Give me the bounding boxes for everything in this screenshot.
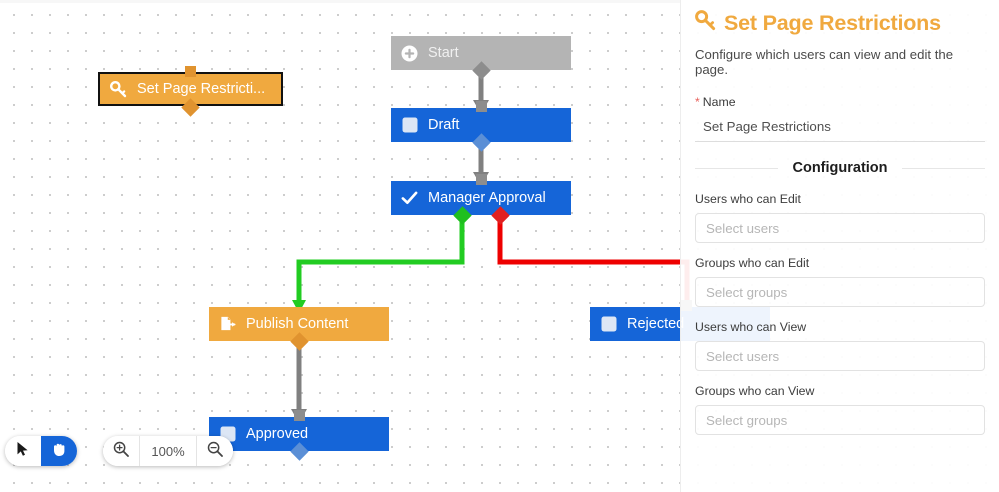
users-who-can-view-input[interactable] [695, 341, 985, 371]
port-restrictions-top[interactable] [185, 66, 196, 77]
node-approved-label: Approved [246, 425, 309, 442]
node-start-label: Start [428, 44, 459, 61]
users-who-can-edit-group: Users who can Edit [695, 192, 985, 243]
node-start[interactable]: Start [391, 36, 571, 70]
divider-line-left [695, 167, 779, 169]
divider-line-right [901, 167, 986, 169]
users-who-can-view-group: Users who can View [695, 320, 985, 371]
zoom-in-icon [113, 441, 129, 462]
properties-panel: Set Page Restrictions Configure which us… [680, 0, 999, 492]
name-input[interactable] [695, 116, 985, 142]
node-publish-content-label: Publish Content [246, 315, 349, 332]
groups-who-can-edit-input[interactable] [695, 277, 985, 307]
panel-description: Configure which users can view and edit … [695, 47, 954, 77]
connector-arrow-publish [292, 300, 306, 313]
name-field-label: *Name [695, 95, 985, 109]
cursor-tool-button[interactable] [5, 436, 41, 466]
groups-who-can-edit-group: Groups who can Edit [695, 256, 985, 307]
canvas-top-edge [0, 0, 999, 3]
connector-manager-rejected [497, 218, 690, 306]
zoom-in-button[interactable] [103, 436, 139, 466]
users-who-can-edit-input[interactable] [695, 213, 985, 243]
panel-title: Set Page Restrictions [695, 10, 985, 37]
node-rejected-label: Rejected [627, 315, 685, 332]
required-marker: * [695, 95, 700, 109]
hand-icon [51, 441, 68, 462]
port-manager-top[interactable] [476, 174, 487, 185]
check-icon [401, 190, 418, 207]
square-icon [401, 117, 418, 134]
configuration-heading: Configuration [792, 160, 888, 176]
zoom-toolbar: 100% [103, 436, 233, 466]
zoom-level-label: 100% [139, 436, 197, 466]
connector-manager-publish [296, 218, 465, 306]
tool-mode-toolbar [5, 436, 77, 466]
node-manager-approval[interactable]: Manager Approval [391, 181, 571, 215]
square-icon [600, 316, 617, 333]
port-approved-top[interactable] [294, 410, 305, 421]
node-draft-label: Draft [428, 116, 460, 133]
key-icon [695, 10, 716, 37]
zoom-out-button[interactable] [197, 436, 233, 466]
plus-circle-icon [401, 45, 418, 62]
cursor-icon [16, 441, 31, 462]
name-field-group: *Name [695, 95, 985, 142]
name-field-label-text: Name [702, 95, 736, 109]
panel-title-text: Set Page Restrictions [724, 11, 941, 35]
node-manager-approval-label: Manager Approval [428, 189, 546, 206]
groups-who-can-edit-label: Groups who can Edit [695, 256, 810, 270]
configuration-divider: Configuration [695, 160, 986, 176]
users-who-can-view-label: Users who can View [695, 320, 807, 334]
groups-who-can-view-input[interactable] [695, 405, 985, 435]
port-draft-top[interactable] [476, 101, 487, 112]
zoom-out-icon [207, 441, 223, 462]
hand-tool-button[interactable] [41, 436, 77, 466]
node-set-page-restrictions-label: Set Page Restricti... [137, 80, 266, 97]
groups-who-can-view-label: Groups who can View [695, 384, 815, 398]
key-icon [110, 80, 127, 98]
users-who-can-edit-label: Users who can Edit [695, 192, 801, 206]
publish-icon [219, 316, 236, 333]
groups-who-can-view-group: Groups who can View [695, 384, 985, 435]
